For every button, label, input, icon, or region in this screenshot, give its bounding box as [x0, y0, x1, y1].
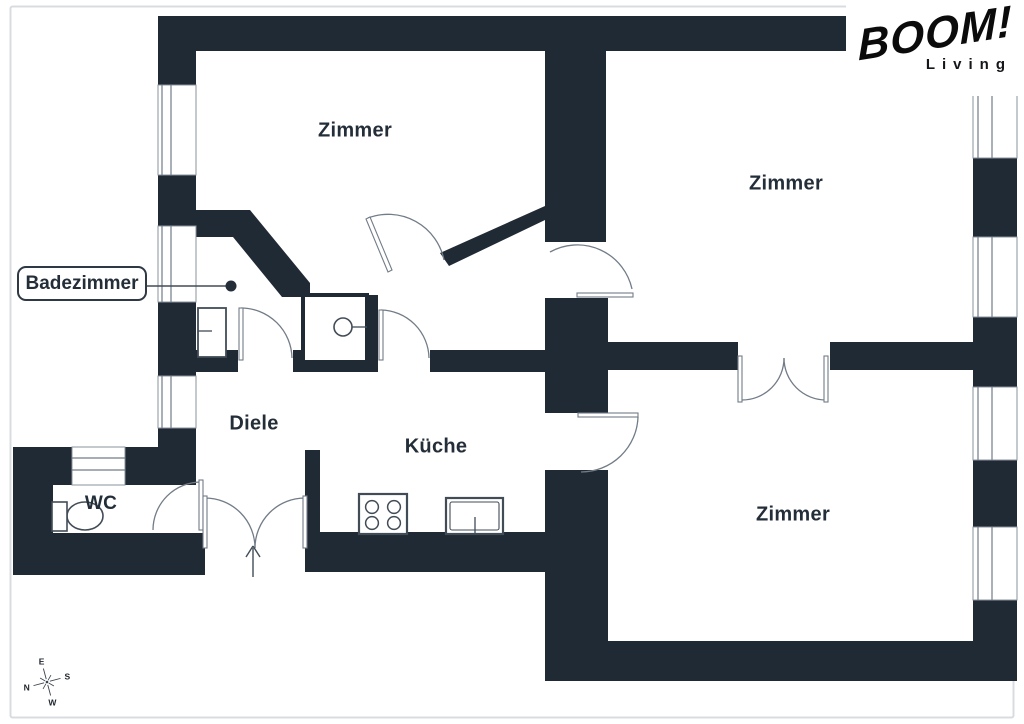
compass-letter-E: E: [39, 657, 45, 667]
double-door-left: [741, 357, 785, 401]
doors-layer: [152, 213, 829, 549]
door-diele-to-lobby: [380, 309, 430, 359]
entrance-door-right: [254, 497, 306, 549]
windows-layer: [71, 84, 1018, 601]
room-label-zimmer-bottom-right: Zimmer: [755, 503, 831, 526]
badezimmer-callout: Badezimmer: [17, 266, 147, 301]
room-label-zimmer-top-right: Zimmer: [748, 172, 824, 195]
badezimmer-callout-label: Badezimmer: [25, 272, 139, 294]
callout-leader: [147, 280, 237, 292]
entrance-door-left: [204, 497, 256, 549]
callout-dot: [225, 280, 237, 292]
door-lobby-to-zimmer-top-right: [549, 244, 633, 290]
brand-logo-subtitle: Living: [925, 55, 1012, 73]
door-wc: [152, 481, 202, 531]
door-zimmer-bottom-right: [580, 416, 639, 473]
room-label-wc: WC: [84, 493, 118, 514]
compass-rose: E S W N: [24, 657, 71, 708]
: [252, 545, 261, 558]
: [245, 545, 254, 558]
door-badezimmer: [240, 307, 293, 359]
double-door-right: [783, 357, 827, 401]
stove: [357, 492, 409, 536]
fixtures-layer: [51, 293, 505, 577]
bath-sink: [197, 307, 227, 358]
room-label-zimmer-top-left: Zimmer: [317, 119, 393, 142]
shower-drain: [333, 317, 353, 337]
compass-letter-S: S: [64, 672, 70, 682]
brand-logo: BOOM! Living: [846, 0, 1020, 96]
room-label-diele: Diele: [229, 412, 279, 435]
compass-letter-N: N: [24, 682, 30, 692]
compass-letter-W: W: [48, 697, 57, 707]
toilet-tank: [51, 501, 68, 532]
room-label-kueche: Küche: [404, 435, 468, 458]
door-zimmer-top-left: [367, 213, 445, 261]
